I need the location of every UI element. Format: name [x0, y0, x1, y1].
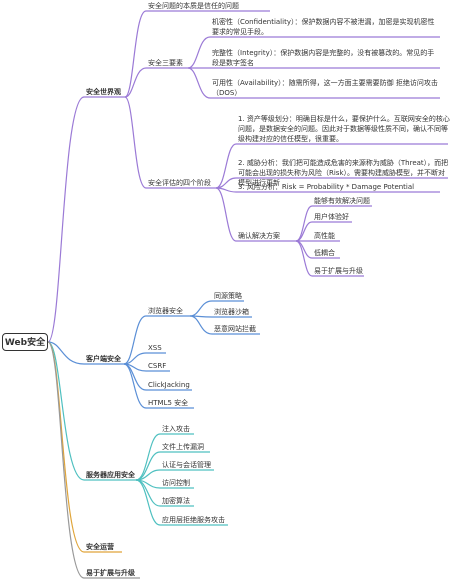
edge-sw-three-elements — [124, 67, 188, 98]
node-client-item[interactable]: ClickJacking — [148, 381, 190, 389]
node-server-security[interactable]: 服务器应用安全 — [86, 471, 135, 479]
node-solution-item[interactable]: 低耦合 — [314, 249, 335, 257]
node-browser-security[interactable]: 浏览器安全 — [148, 307, 183, 315]
edge-client-browser — [123, 315, 190, 365]
node-four-stages[interactable]: 安全评估的四个阶段 — [148, 179, 211, 187]
node-client-item[interactable]: HTML5 安全 — [148, 399, 189, 407]
node-extensibility[interactable]: 易于扩展与升级 — [86, 569, 135, 577]
edge-sw-four-stages — [124, 96, 216, 189]
node-solution-item[interactable]: 用户体验好 — [314, 213, 349, 221]
node-confidentiality[interactable]: 机密性（Confidentiality）：保护数据内容不被泄漏，加密是实现机密性… — [212, 18, 435, 36]
edge-browser-3 — [189, 315, 260, 335]
node-server-item[interactable]: 应用层拒绝服务攻击 — [162, 516, 225, 524]
node-integrity[interactable]: 完整性（Integrity）：保护数据内容是完整的，没有被篡改的。常见的手段是数… — [212, 49, 435, 67]
node-browser-item[interactable]: 浏览器沙箱 — [214, 308, 249, 316]
edge-sol-2 — [295, 221, 352, 242]
edge-root-extensibility — [47, 341, 140, 579]
edge-client-html5 — [123, 363, 194, 409]
edge-server-6 — [135, 479, 228, 526]
edge-sw-problem — [124, 10, 270, 98]
node-server-item[interactable]: 加密算法 — [162, 497, 190, 505]
mindmap-root[interactable]: Web安全 — [2, 333, 48, 351]
edge-fs-risk — [215, 187, 440, 193]
node-problem-essence[interactable]: 安全问题的本质是信任的问题 — [148, 2, 239, 10]
node-availability[interactable]: 可用性（Availability）：随需所得，这一方面主要需要防御 拒绝访问攻击… — [212, 79, 438, 97]
node-risk-analysis[interactable]: 3. 风险分析：Risk = Probability * Damage Pote… — [238, 183, 415, 191]
node-client-item[interactable]: CSRF — [148, 362, 167, 370]
edge-server-2 — [135, 451, 210, 481]
node-server-item[interactable]: 认证与会话管理 — [162, 461, 211, 469]
node-threat-analysis[interactable]: 2. 威胁分析：我们把可能造成危害的来源称为威胁（Threat），而把可能会出现… — [238, 159, 449, 187]
node-solution-item[interactable]: 易于扩展与升级 — [314, 267, 363, 275]
node-security-world[interactable]: 安全世界观 — [86, 88, 121, 96]
node-browser-item[interactable]: 恶意网站拦截 — [214, 325, 256, 333]
node-browser-item[interactable]: 同源策略 — [214, 292, 242, 300]
edge-te-confidentiality — [187, 36, 440, 69]
node-client-item[interactable]: XSS — [148, 344, 162, 352]
edge-root-client — [47, 341, 124, 365]
node-server-item[interactable]: 访问控制 — [162, 479, 190, 487]
edge-server-3 — [135, 469, 214, 481]
edge-te-availability — [187, 67, 440, 99]
node-client-security[interactable]: 客户端安全 — [86, 355, 121, 363]
node-server-item[interactable]: 注入攻击 — [162, 425, 190, 433]
node-solution-item[interactable]: 能够有效解决问题 — [314, 197, 370, 205]
edge-client-xss — [123, 352, 166, 365]
edge-root-server — [47, 341, 136, 481]
edge-sol-5 — [295, 240, 364, 277]
edge-root-security-world — [47, 96, 125, 343]
node-solutions[interactable]: 确认解决方案 — [238, 232, 280, 240]
edge-fs-asset — [215, 143, 448, 189]
edge-root-operations — [47, 341, 122, 553]
node-three-elements[interactable]: 安全三要素 — [148, 59, 183, 67]
node-solution-item[interactable]: 高性能 — [314, 232, 335, 240]
node-asset-classification[interactable]: 1. 资产等级划分：明确目标是什么，要保护什么。互联网安全的核心问题，是数据安全… — [238, 115, 450, 143]
node-operations[interactable]: 安全运营 — [86, 543, 114, 551]
edge-fs-solutions — [215, 187, 296, 242]
node-server-item[interactable]: 文件上传漏洞 — [162, 443, 204, 451]
